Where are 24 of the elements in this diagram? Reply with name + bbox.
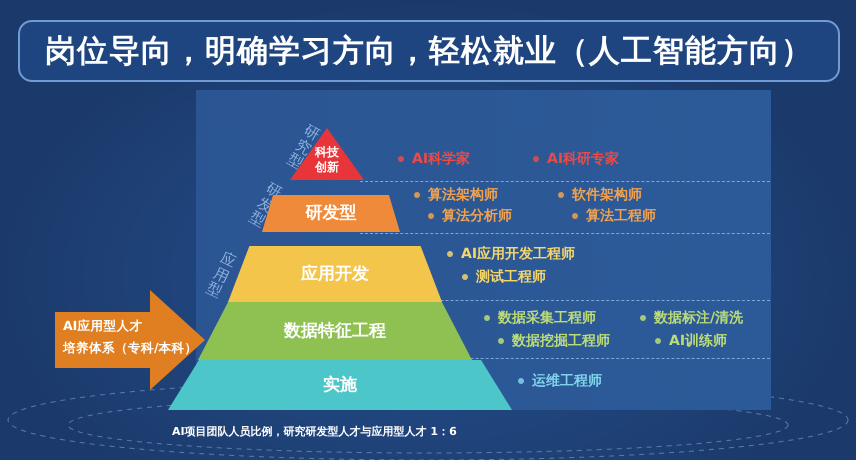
arrow-text: AI应用型人才 <box>63 318 142 335</box>
role-item: 软件架构师 <box>558 186 642 204</box>
role-item: AI训练师 <box>655 332 728 350</box>
tier-label: 实施 <box>323 374 357 396</box>
tier-label: 应用开发 <box>301 264 369 284</box>
role-item: 数据采集工程师 <box>484 309 596 327</box>
role-item: AI应用开发工程师 <box>447 245 576 263</box>
role-item: 算法工程师 <box>572 207 656 225</box>
role-item: 数据挖掘工程师 <box>498 332 610 350</box>
role-item: 数据标注/清洗 <box>640 309 744 327</box>
tier-label: 科技创新 <box>314 145 340 174</box>
caption: AI项目团队人员比例，研究研发型人才与应用型人才 1：6 <box>172 424 457 439</box>
role-item: 运维工程师 <box>518 372 602 390</box>
role-item: 算法架构师 <box>414 186 498 204</box>
title: 岗位导向，明确学习方向，轻松就业（人工智能方向） <box>45 32 813 71</box>
role-item: AI科研专家 <box>533 150 620 168</box>
tier-label: 数据特征工程 <box>284 320 386 342</box>
role-item: 测试工程师 <box>462 268 546 286</box>
side-label: 应用型 <box>204 249 239 300</box>
role-item: AI科学家 <box>398 150 470 168</box>
role-item: 算法分析师 <box>428 207 512 225</box>
tier-label: 研发型 <box>306 203 356 224</box>
arrow-text: 培养体系（专科/本科） <box>63 340 198 357</box>
arrow-shape <box>55 290 205 390</box>
